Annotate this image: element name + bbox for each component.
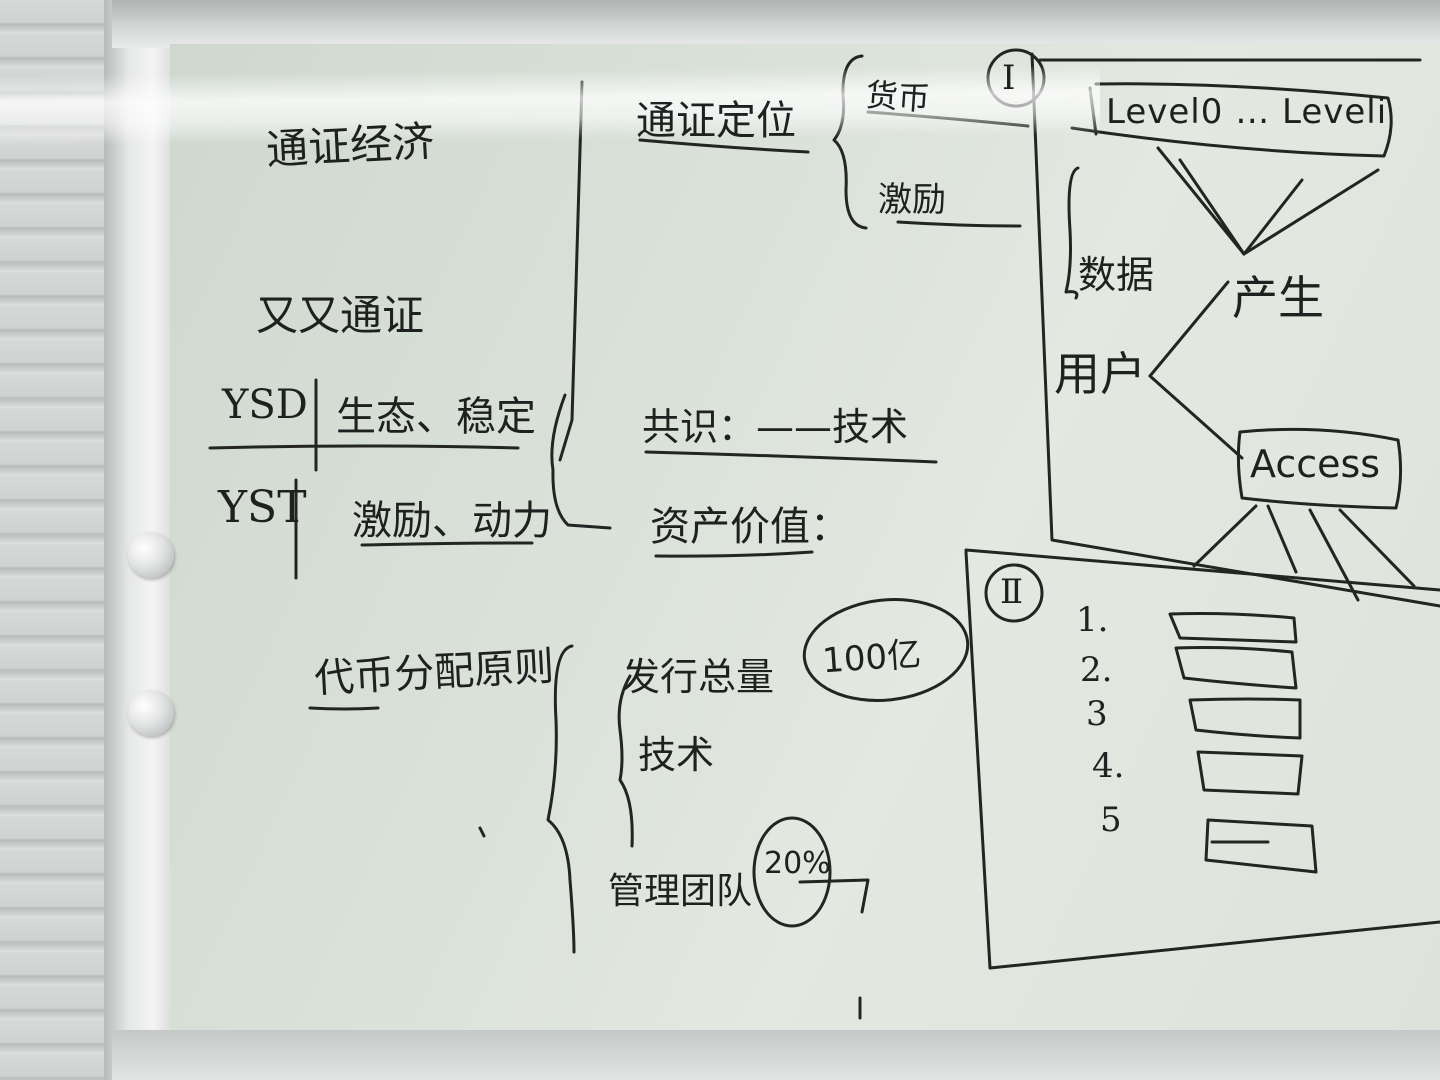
- panel-two-item-1: 1.: [1076, 600, 1109, 640]
- circle-100: [802, 598, 970, 702]
- whiteboard-frame-bottom: [112, 1030, 1440, 1080]
- note-team: 管理团队: [608, 871, 753, 912]
- panel-one-frame: [1030, 52, 1440, 608]
- whiteboard-surface: [170, 44, 1440, 1034]
- note-sub-incentive: 激励: [878, 180, 946, 220]
- panel-one-data: 数据: [1078, 253, 1155, 297]
- note-technical: 技术: [638, 733, 715, 777]
- note-ysd-prefix: YSD: [222, 382, 308, 428]
- note-total-issue: 发行总量: [622, 655, 775, 699]
- magnet-lower: [128, 690, 174, 736]
- brace-distribution: [546, 644, 576, 954]
- access-box: [1236, 427, 1403, 510]
- panel-one-user: 用户: [1054, 347, 1146, 401]
- note-yst-text: 激励、动力: [352, 498, 552, 544]
- panel-two-label: Ⅱ: [1000, 572, 1024, 612]
- note-ysd-text: 生态、稳定: [336, 394, 536, 440]
- panel-two-item-5: 5: [1100, 800, 1122, 840]
- note-consensus: 共识：——技术: [642, 405, 909, 449]
- magnet-upper: [128, 532, 174, 578]
- panel-two-item-2: 2.: [1080, 650, 1113, 690]
- panel-two-circle: [984, 563, 1044, 623]
- note-token-economy: 通证经济: [264, 116, 436, 175]
- note-sub-currency: 货币: [864, 75, 932, 119]
- note-youyou-token: 又又通证: [256, 291, 425, 340]
- panel-one-produce: 产生: [1232, 271, 1324, 325]
- note-asset-value: 资产价值：: [650, 504, 850, 550]
- note-yst-prefix: YST: [218, 482, 307, 533]
- levels-box: [1070, 82, 1393, 158]
- panel-two-frame: [964, 550, 1440, 970]
- panel-two-item-3: 3: [1086, 694, 1108, 734]
- panel-one-levels: Level0 … Leveli: [1106, 92, 1388, 132]
- note-total-issue-amount: 100亿: [820, 634, 923, 682]
- window-blinds: [0, 0, 112, 1080]
- panel-one-label: Ⅰ: [1002, 58, 1016, 98]
- underline-ysd: [208, 444, 520, 450]
- bracket-ysd-yst: [550, 393, 612, 530]
- panel-two-item-4: 4.: [1092, 746, 1125, 786]
- circle-20: [752, 816, 832, 928]
- note-percent: 20%: [764, 846, 831, 881]
- note-token-definition: 通证定位: [636, 98, 796, 144]
- panel-one-access: Access: [1250, 442, 1381, 486]
- light-glare: [0, 64, 1100, 146]
- whiteboard-top-edge: [112, 0, 1440, 48]
- underline-yst: [360, 541, 534, 547]
